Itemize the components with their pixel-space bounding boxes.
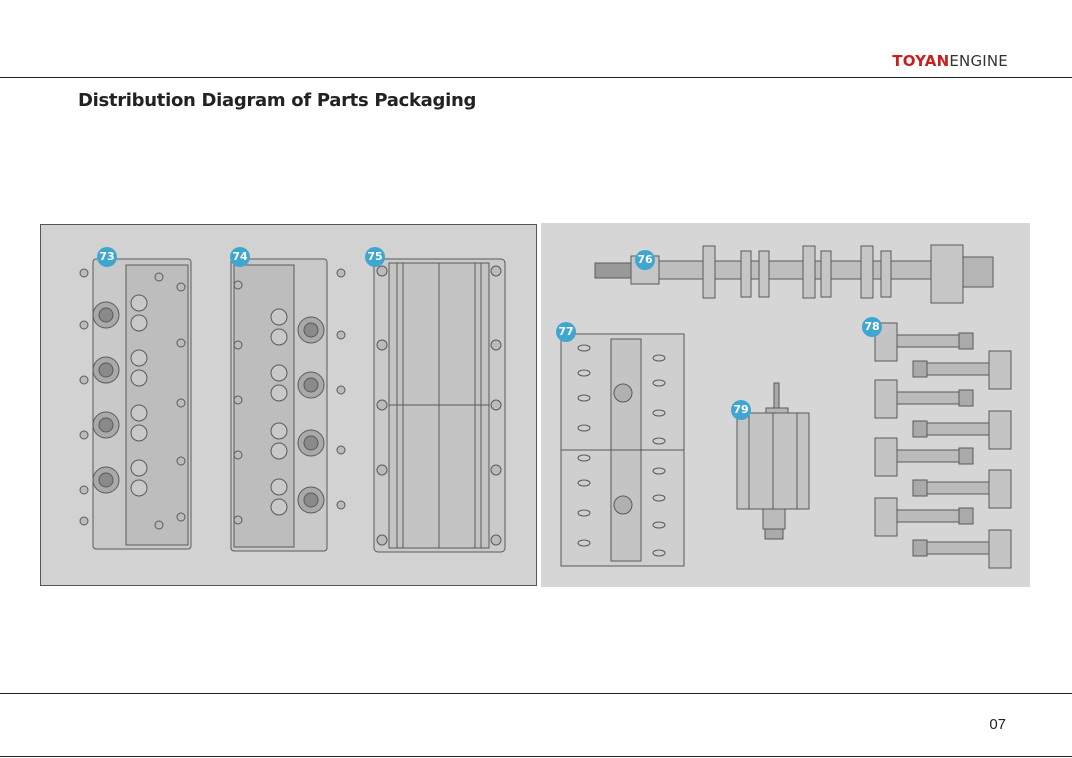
parts-panel-right: 76 77 78 79: [541, 223, 1030, 587]
footer-divider-top: [0, 693, 1072, 694]
parts-drawing-left: [41, 225, 537, 586]
part-badge-77: 77: [556, 322, 576, 342]
part-badge-74: 74: [230, 247, 250, 267]
page-title: Distribution Diagram of Parts Packaging: [78, 90, 476, 111]
footer-divider-bottom: [0, 756, 1072, 757]
parts-drawing-right: [541, 223, 1030, 587]
brand-name-light: ENGINE: [949, 52, 1008, 70]
piston-connecting-rod-icon: [875, 323, 1011, 568]
brand-name-bold: TOYAN: [892, 52, 949, 70]
cover-plate-icon: [374, 259, 505, 552]
part-badge-73: 73: [97, 247, 117, 267]
crankshaft-icon: [595, 245, 993, 303]
engine-block-icon: [561, 334, 684, 566]
parts-panel-left: 73 74 75: [40, 224, 537, 586]
page-number: 07: [989, 716, 1006, 733]
part-badge-76: 76: [635, 250, 655, 270]
cylinder-head-icon: [80, 259, 191, 549]
part-badge-75: 75: [365, 247, 385, 267]
part-badge-79: 79: [731, 400, 751, 420]
cylinder-head-icon: [231, 259, 345, 551]
header-divider: [0, 77, 1072, 78]
brand-logo: TOYANENGINE: [892, 52, 1008, 70]
part-badge-78: 78: [862, 317, 882, 337]
